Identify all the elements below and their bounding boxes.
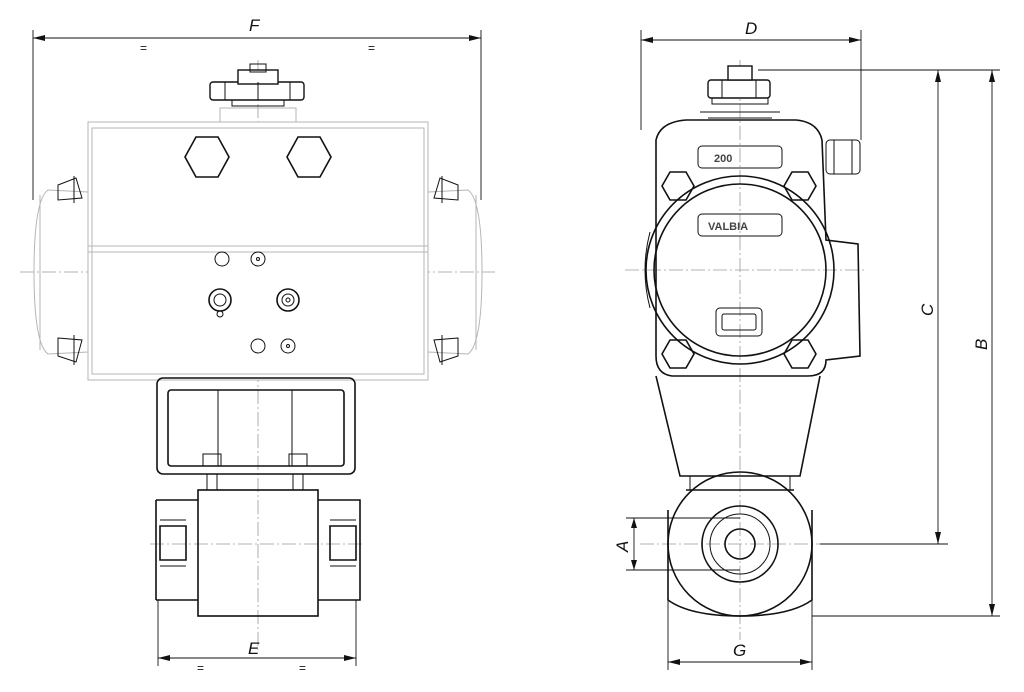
dimension-f [32, 30, 482, 200]
dimension-label-g: G [733, 641, 746, 660]
dimension-label-f: F [249, 16, 261, 35]
position-indicator-icon [209, 63, 305, 123]
front-view: F = = E = = [20, 16, 495, 675]
dimension-label-b: B [972, 339, 991, 350]
valve-body [155, 489, 361, 617]
side-view: 200 VALBIA [613, 19, 1000, 670]
dimension-e [157, 600, 357, 666]
hex-bolt-icon [184, 136, 332, 178]
dimension-d [640, 30, 862, 140]
dimension-a [626, 517, 740, 571]
brand-marking: VALBIA [708, 221, 748, 233]
equal-mark: = [140, 41, 147, 55]
actuator-body [33, 121, 483, 381]
mounting-bracket [156, 377, 356, 491]
dimension-b [812, 70, 1000, 617]
position-indicator-icon [700, 65, 780, 119]
hex-bolt-icon [661, 171, 817, 369]
dimension-label-e: E [248, 639, 260, 658]
valve-body-side [667, 471, 813, 617]
dimension-label-d: D [745, 19, 757, 38]
dimension-c [758, 69, 1000, 545]
equal-mark: = [299, 661, 306, 675]
dimension-label-a: A [613, 541, 632, 553]
air-port-icon [208, 251, 300, 354]
nameplate: 200 VALBIA [697, 145, 783, 237]
side-bracket [655, 375, 821, 491]
dimension-label-c: C [918, 303, 937, 316]
equal-mark: = [197, 661, 204, 675]
equal-mark: = [368, 41, 375, 55]
pressure-marking: 200 [714, 153, 732, 165]
dimension-g [667, 600, 813, 670]
actuator-housing [644, 119, 861, 377]
